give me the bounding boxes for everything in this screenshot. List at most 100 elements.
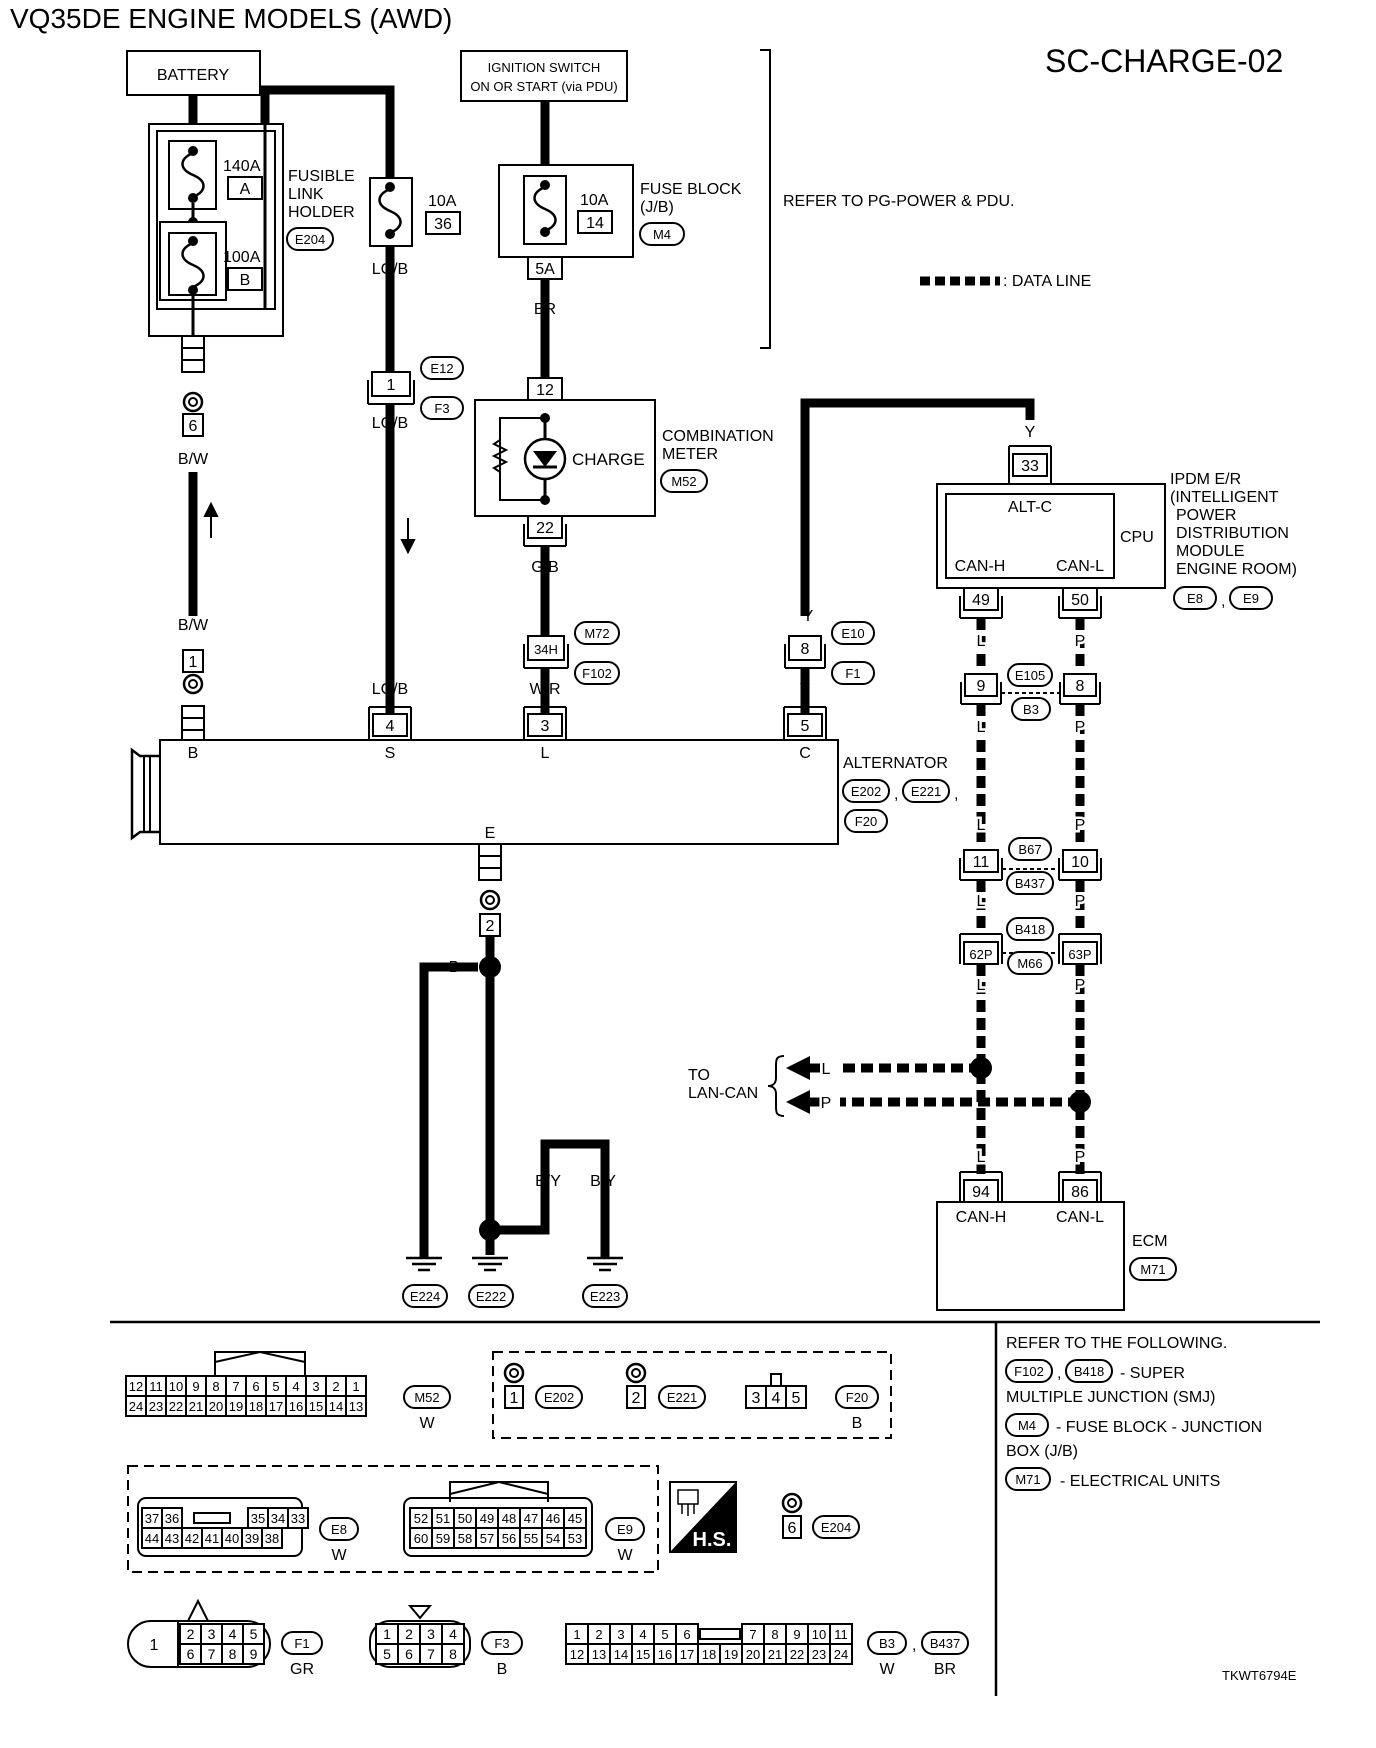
- pin-number: 1: [383, 1626, 391, 1642]
- pin-22: 22: [536, 520, 554, 537]
- pin-number: 38: [265, 1531, 279, 1546]
- pin-number: 3: [427, 1626, 435, 1642]
- legend-f1-big: 1: [150, 1637, 159, 1654]
- pin-number: 13: [592, 1647, 606, 1662]
- legend-f3-color: B: [497, 1661, 508, 1678]
- alt-pin-b: B: [188, 745, 199, 762]
- refer-jb-1: - FUSE BLOCK - JUNCTION: [1056, 1419, 1262, 1436]
- ipdm-canh: CAN-H: [955, 558, 1006, 575]
- wire-l-2: L: [977, 719, 986, 736]
- conn-e105: E105: [1015, 668, 1045, 683]
- wire-p-6: P: [1075, 1149, 1086, 1166]
- pin-94: 94: [972, 1184, 990, 1201]
- pin-3: 3: [541, 718, 550, 735]
- pin-number: 13: [349, 1399, 363, 1414]
- pin-number: 15: [636, 1647, 650, 1662]
- conn-f1: F1: [845, 666, 860, 681]
- alternator-label: ALTERNATOR: [843, 755, 948, 772]
- pin-number: 7: [208, 1646, 216, 1662]
- pin-number: 1: [573, 1627, 580, 1642]
- pin-number: 4: [292, 1379, 299, 1394]
- ipdm-altc: ALT-C: [1008, 499, 1052, 516]
- conn-b437: B437: [1015, 876, 1045, 891]
- pin-number: 37: [145, 1511, 159, 1526]
- pin-number: 33: [291, 1511, 305, 1526]
- legend-m52-color: W: [419, 1415, 435, 1432]
- pin-4: 4: [386, 718, 395, 735]
- wire-l-1: L: [977, 633, 986, 650]
- pin-number: 21: [189, 1399, 203, 1414]
- wire-br: BR: [534, 301, 556, 318]
- diagram-code: SC-CHARGE-02: [1045, 43, 1283, 79]
- legend-e9: E9: [617, 1522, 633, 1537]
- pin-number: 9: [192, 1379, 199, 1394]
- legend-e202: E202: [544, 1390, 574, 1405]
- pin-number: 24: [834, 1647, 848, 1662]
- pin-number: 10: [169, 1379, 183, 1394]
- pin-number: 2: [187, 1626, 195, 1642]
- wire-y-1: Y: [1025, 424, 1036, 441]
- pin-8-y: 8: [801, 641, 810, 658]
- wire-p-3: P: [1075, 817, 1086, 834]
- pin-number: 58: [458, 1531, 472, 1546]
- conn-e10: E10: [841, 626, 864, 641]
- refer-pg-power: REFER TO PG-POWER & PDU.: [783, 193, 1014, 210]
- pin-number: 16: [289, 1399, 303, 1414]
- pin-number: 5: [272, 1379, 279, 1394]
- svg-text:,: ,: [1057, 1365, 1061, 1382]
- pin-number: 41: [205, 1531, 219, 1546]
- ignition-label-2: ON OR START (via PDU): [470, 79, 617, 94]
- pin-number: 8: [212, 1379, 219, 1394]
- pin-number: 6: [252, 1379, 259, 1394]
- pin-1-bw: 1: [189, 654, 198, 671]
- ipdm-canl: CAN-L: [1056, 558, 1104, 575]
- refer-title: REFER TO THE FOLLOWING.: [1006, 1335, 1227, 1352]
- legend-f1: F1: [294, 1636, 309, 1651]
- pin-number: 23: [812, 1647, 826, 1662]
- wire-bw-1: B/W: [178, 451, 209, 468]
- battery-label: BATTERY: [157, 67, 230, 84]
- legend-f20-pin-5: 5: [792, 1390, 801, 1407]
- fuse-10a-14-id: 14: [586, 215, 604, 232]
- pin-number: 1: [352, 1379, 359, 1394]
- fuse-block-label-2: (J/B): [640, 199, 674, 216]
- to-lan-can-1: TO: [688, 1067, 710, 1084]
- ipdm-er: [936, 483, 1166, 589]
- pin-50: 50: [1071, 592, 1089, 609]
- ipdm-conn-e9: E9: [1243, 591, 1259, 606]
- wire-lgb-1: LG/B: [372, 261, 408, 278]
- refer-m71: M71: [1015, 1472, 1040, 1487]
- pin-number: 3: [208, 1626, 216, 1642]
- pin-number: 59: [436, 1531, 450, 1546]
- fusible-link-label-1: FUSIBLE: [288, 168, 355, 185]
- svg-text:,: ,: [1221, 593, 1225, 610]
- pin-cell: [287, 1507, 309, 1529]
- wire-y-3: Y: [800, 681, 811, 698]
- fuse-block-label-1: FUSE BLOCK: [640, 181, 742, 198]
- pin-number: 14: [614, 1647, 628, 1662]
- pin-number: 43: [165, 1531, 179, 1546]
- ipdm-label-1: IPDM E/R: [1170, 471, 1241, 488]
- pin-8-p: 8: [1076, 678, 1085, 695]
- svg-text:,: ,: [894, 786, 898, 803]
- pin-number: 56: [502, 1531, 516, 1546]
- ground-e223: E223: [590, 1289, 620, 1304]
- data-line-legend: : DATA LINE: [1003, 273, 1091, 290]
- pin-number: 57: [480, 1531, 494, 1546]
- conn-m72: M72: [584, 626, 609, 641]
- legend-e221-pin: 2: [632, 1390, 641, 1407]
- fuse-100a-id: B: [240, 272, 251, 289]
- pin-number: 8: [449, 1646, 457, 1662]
- pin-12: 12: [536, 382, 554, 399]
- legend-f20-pin-3: 3: [752, 1390, 761, 1407]
- wire-l-4: L: [977, 893, 986, 910]
- pin-number: 45: [568, 1511, 582, 1526]
- pin-number: 35: [251, 1511, 265, 1526]
- pin-number: 22: [790, 1647, 804, 1662]
- conn-b67: B67: [1018, 842, 1041, 857]
- pin-number: 7: [232, 1379, 239, 1394]
- pin-number: 60: [414, 1531, 428, 1546]
